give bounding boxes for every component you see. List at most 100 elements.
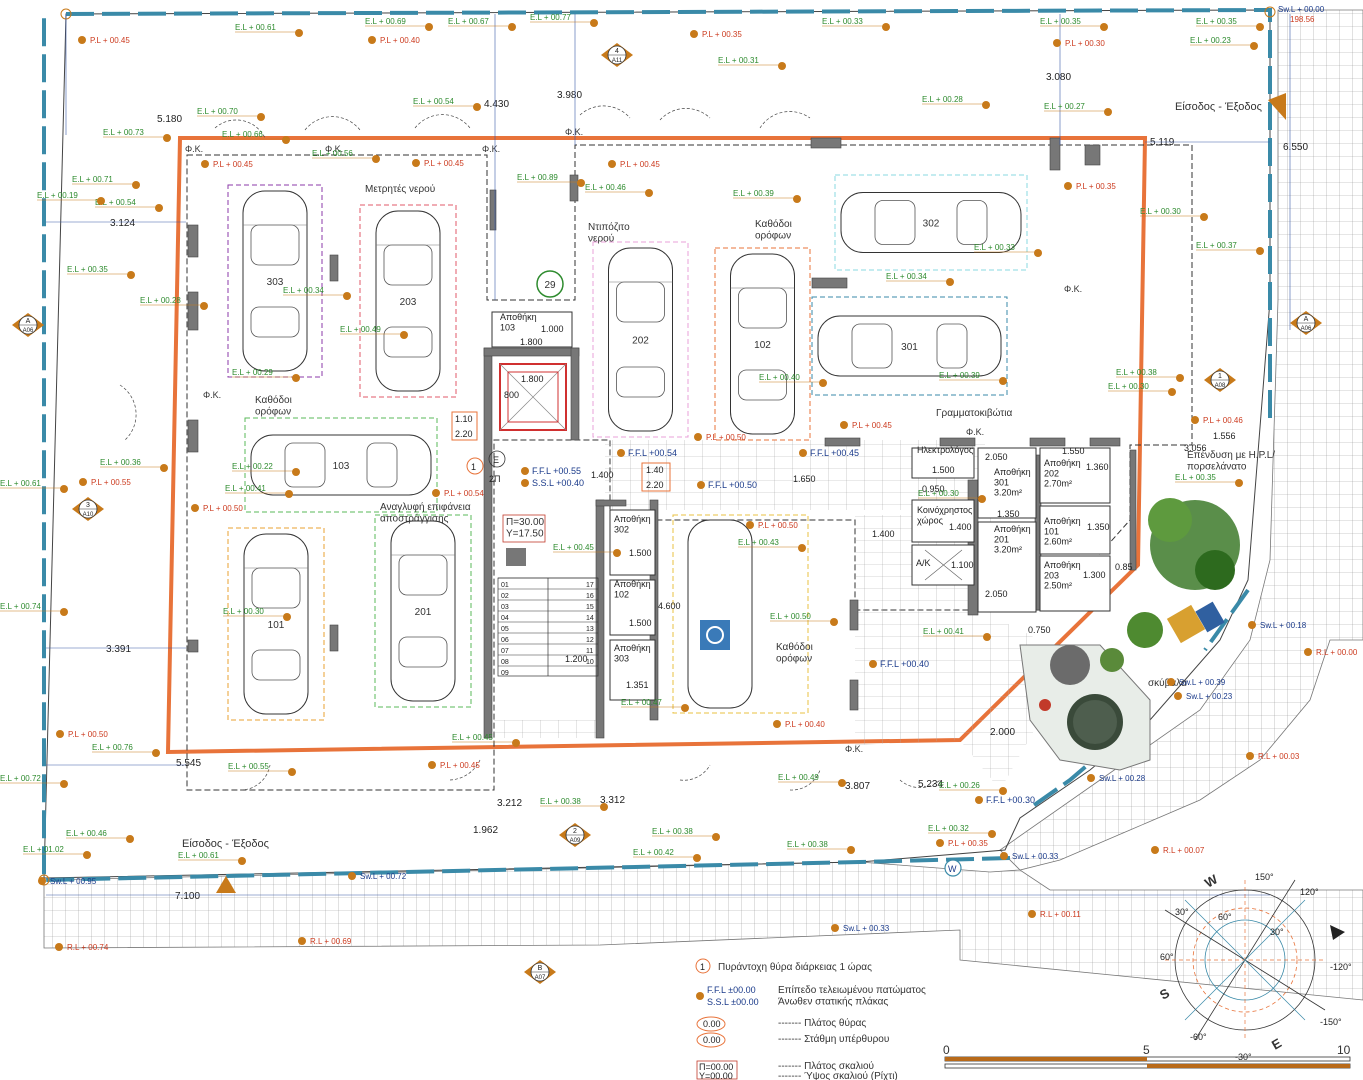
- car-101: 101: [227, 527, 325, 721]
- dimension-label: 1.300: [1083, 570, 1106, 580]
- dimension-label: 3.391: [106, 644, 131, 655]
- dimension-label: 1.350: [1087, 522, 1110, 532]
- el-level: E.L + 00.43: [738, 538, 779, 547]
- el-level: E.L + 00.61: [0, 479, 41, 488]
- stair-step-number: 09: [501, 670, 509, 677]
- car-201: 201: [374, 514, 472, 708]
- el-level: E.L + 00.33: [974, 243, 1015, 252]
- rl-level: R.L + 00.03: [1258, 752, 1300, 761]
- el-level: E.L + 00.39: [733, 189, 774, 198]
- rl-level: R.L + 00.00: [1316, 648, 1358, 657]
- dimension-label: 5.234: [918, 779, 943, 790]
- el-level: E.L + 00.49: [340, 325, 381, 334]
- dimension-label: 1.100: [951, 560, 974, 570]
- el-level: E.L + 00.36: [100, 458, 141, 467]
- dimension-label: 0.85: [1115, 562, 1133, 572]
- stair-step-number: 02: [501, 593, 509, 600]
- level-symbol: [799, 449, 807, 457]
- dimension-label: 1.350: [997, 509, 1020, 519]
- pl-level: P.L + 00.45: [424, 159, 464, 168]
- el-level: E.L + 00.61: [178, 851, 219, 860]
- car-102: 102: [714, 247, 811, 441]
- sw-level: Sw.L + 00.18: [1260, 621, 1307, 630]
- sw-level: Sw.L + 00.39: [1179, 678, 1226, 687]
- el-level: E.L + 00.31: [718, 56, 759, 65]
- dimension-label: 7.100: [175, 891, 200, 902]
- dimension-label: 0.750: [1028, 625, 1051, 635]
- dimension-label: 1.650: [793, 474, 816, 484]
- ffl-f4: F.F.L +00.50: [708, 480, 757, 490]
- fk-label: Φ.Κ.: [325, 144, 343, 154]
- dimension-label: 5.119: [1150, 137, 1175, 148]
- el-level: E.L + 00.67: [448, 17, 489, 26]
- dimension-label: 1.500: [629, 618, 652, 628]
- el-level: E.L + 00.71: [72, 175, 113, 184]
- pl-level: P.L + 00.35: [948, 839, 988, 848]
- dimension-label: 1.550: [1062, 446, 1085, 456]
- el-level: E.L + 00.19: [37, 191, 78, 200]
- dimension-label: 3.080: [1046, 72, 1071, 83]
- accessible-parking: [672, 514, 809, 714]
- stair-step-number: 01: [501, 582, 509, 589]
- car-number: 303: [267, 277, 284, 288]
- compass-angle: 30°: [1175, 907, 1189, 917]
- el-level: E.L + 00.29: [232, 368, 273, 377]
- el-level: E.L + 00.32: [928, 824, 969, 833]
- section-number: B: [538, 965, 543, 972]
- entrance-arrow: [1268, 93, 1286, 120]
- fk-label: Φ.Κ.: [565, 127, 583, 137]
- pl-level: P.L + 00.35: [1076, 182, 1116, 191]
- fk-label: Φ.Κ.: [185, 144, 203, 154]
- car-203: 203: [359, 204, 457, 398]
- ffl-f5: F.F.L +00.40: [880, 659, 929, 669]
- el-level: E.L + 00.22: [232, 462, 273, 471]
- el-level: E.L + 00.35: [1196, 17, 1237, 26]
- walls: [187, 137, 1137, 739]
- pl-level: P.L + 00.45: [852, 421, 892, 430]
- fire-door-height: 2.20: [646, 480, 664, 490]
- pl-level: P.L + 00.54: [444, 489, 484, 498]
- corner-level: Sw.L + 00.00: [1278, 5, 1325, 14]
- elevator-inner: [507, 371, 559, 423]
- sw-level: Sw.L + 00.33: [843, 924, 890, 933]
- compass-angle: -30°: [1235, 1052, 1252, 1062]
- scale-label: 5: [1143, 1043, 1150, 1057]
- water-supply-mark: W: [948, 864, 957, 874]
- dimension-label: 800: [504, 390, 519, 400]
- rl-level: R.L + 00.74: [67, 943, 109, 952]
- compass-angle: 60°: [1160, 952, 1174, 962]
- dimension-label: 4.600: [658, 601, 681, 611]
- car-301: 301: [811, 296, 1008, 396]
- water-tank-symbol: [536, 270, 564, 298]
- section-number: 2: [573, 828, 577, 835]
- dimension-label: 1.800: [520, 337, 543, 347]
- dimension-label: 2.050: [985, 452, 1008, 462]
- legend-symbol: 0.00: [703, 1035, 721, 1045]
- el-level: E.L + 00.55: [228, 762, 269, 771]
- el-level: E.L + 01.02: [23, 845, 64, 854]
- legend-item: ------- Στάθμη υπέρθυρου: [778, 1033, 889, 1045]
- fire-door-width: 1.10: [455, 414, 473, 424]
- fire-door-height: 2.20: [455, 429, 473, 439]
- stair-step-number: 10: [586, 659, 594, 666]
- stair-step-number: 05: [501, 626, 509, 633]
- el-level: E.L + 00.73: [103, 128, 144, 137]
- level-symbol: [697, 481, 705, 489]
- compass-angle: -120°: [1330, 962, 1352, 972]
- el-level: E.L + 00.30: [223, 607, 264, 616]
- compass-angle: -60°: [1190, 1032, 1207, 1042]
- el-level: E.L + 00.41: [225, 484, 266, 493]
- el-level: E.L + 00.46: [66, 829, 107, 838]
- fire-door-width: 1.40: [646, 465, 664, 475]
- el-level: E.L + 00.49: [778, 773, 819, 782]
- pl-level: P.L + 00.45: [440, 761, 480, 770]
- section-number: 3: [86, 502, 90, 509]
- legend-symbol: 0.00: [703, 1019, 721, 1029]
